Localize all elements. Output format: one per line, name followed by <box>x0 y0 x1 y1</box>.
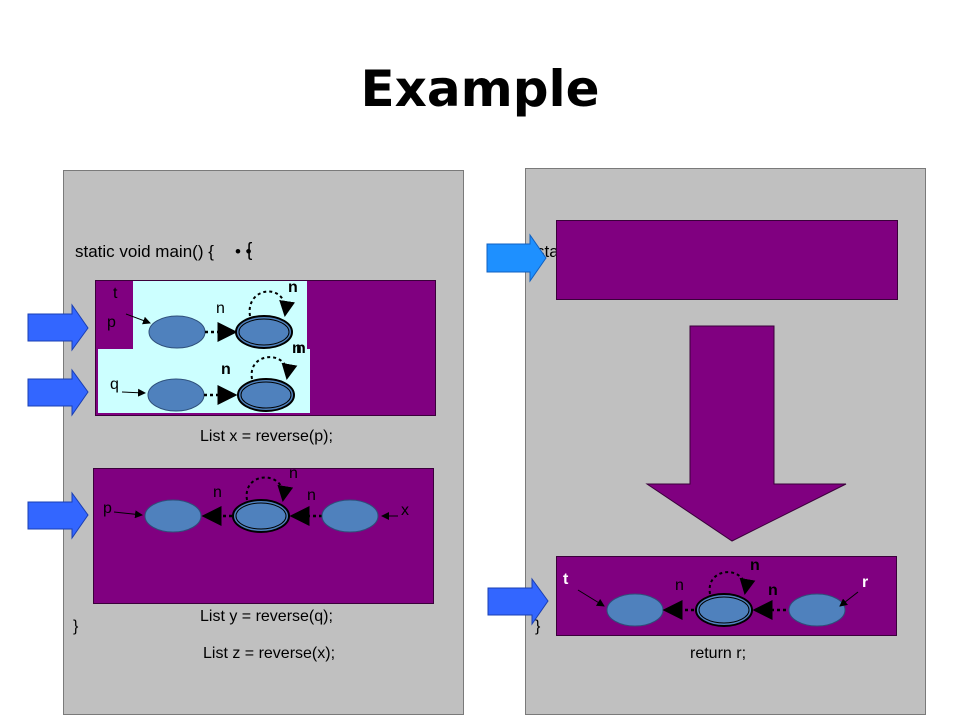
node-1b <box>235 315 293 349</box>
node-1b-inner <box>238 318 290 346</box>
node-r1 <box>606 593 664 627</box>
edge-label-n-left: n <box>213 484 222 501</box>
main-close-brace: } <box>73 618 79 635</box>
method-body-box <box>556 220 898 300</box>
edge-label-n-loop-mid-2: n <box>296 340 306 357</box>
node-r3 <box>788 593 846 627</box>
var-label-p2: p <box>103 500 112 517</box>
var-label-t-result: t <box>563 571 569 588</box>
slide-title: Example <box>360 60 600 118</box>
pointer-p-edge <box>125 313 151 325</box>
node-1a <box>148 315 206 349</box>
return-arrow <box>487 577 549 626</box>
var-label-p: p <box>107 314 116 331</box>
edge-label-n-right: n <box>307 487 316 504</box>
self-loop-r <box>708 571 756 595</box>
heap-graph-2 <box>93 468 434 604</box>
var-label-x: x <box>401 502 409 519</box>
current-line-arrow-1 <box>27 303 89 352</box>
return-statement: return r; <box>690 645 747 662</box>
var-label-t: t <box>113 285 118 302</box>
edge-label-n-right-result: n <box>768 582 778 599</box>
main-signature: static void main() { <box>75 242 214 261</box>
self-loop-1 <box>248 290 295 317</box>
edge-label-n-top: n <box>216 300 225 317</box>
var-label-r-result: r <box>862 574 869 591</box>
edge-label-n-bottom: n <box>221 361 231 378</box>
edge-label-n-loop: n <box>289 465 298 482</box>
node-3c <box>321 499 379 533</box>
current-line-arrow-2 <box>27 368 89 417</box>
stmt-reverse-x: List z = reverse(x); <box>203 645 336 662</box>
call-entry-arrow <box>486 233 547 283</box>
current-line-arrow-3 <box>27 491 89 540</box>
node-r2-inner <box>698 596 750 624</box>
pointer-p2-edge <box>113 510 143 519</box>
brace-overlay: { <box>246 240 253 261</box>
edge-label-n-loop-result: n <box>750 557 760 574</box>
node-3a <box>144 499 202 533</box>
edge-label-n-loop-mid: n <box>292 340 302 357</box>
self-loop-3 <box>245 476 294 502</box>
self-loop-2 <box>250 356 298 380</box>
right-close-brace: } <box>535 618 541 635</box>
stmt-reverse-q: List y = reverse(q); <box>200 608 333 625</box>
pointer-t-result-edge <box>577 589 605 607</box>
left-code-panel <box>63 170 464 715</box>
node-2b-inner <box>240 381 292 409</box>
node-2a <box>147 378 205 412</box>
node-2b <box>237 378 295 412</box>
edge-label-n-loop-top: n <box>288 279 298 296</box>
node-3b <box>232 499 290 533</box>
edge-label-n-left-result: n <box>675 577 684 594</box>
transform-down-arrow <box>645 325 847 542</box>
pointer-q-edge <box>121 388 146 397</box>
pointer-r-result-edge <box>839 591 859 607</box>
dots-overlay: • • <box>235 242 252 261</box>
node-3b-inner <box>235 502 287 530</box>
var-label-q: q <box>110 376 119 393</box>
stmt-reverse-p: List x = reverse(p); <box>200 428 333 445</box>
node-r2 <box>695 593 753 627</box>
